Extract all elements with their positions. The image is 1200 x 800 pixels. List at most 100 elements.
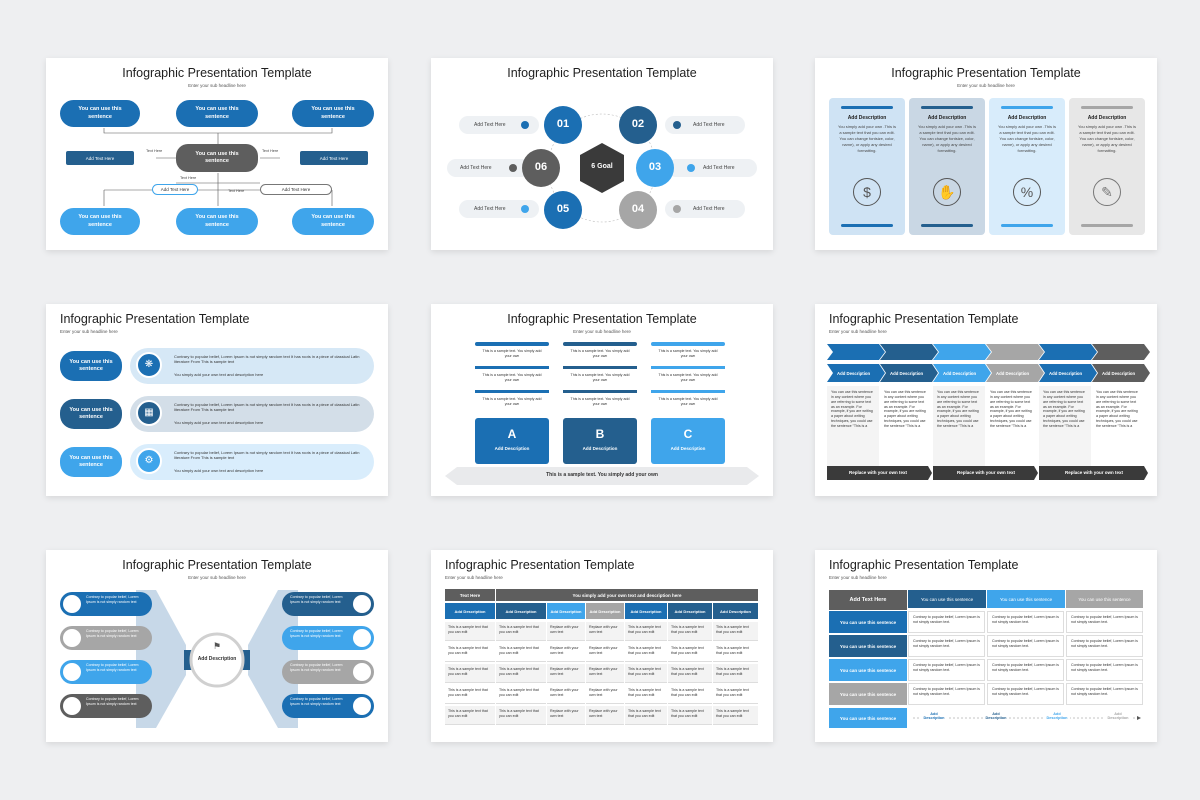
table-column-header: Add Description — [713, 603, 758, 619]
comparison-cell: Contrary to popular belief, Lorem Ipsum … — [908, 683, 985, 705]
step-label: Add Description — [890, 371, 924, 376]
col-header: You can use this sentence — [908, 590, 986, 608]
right-tag: Add Text Here — [300, 151, 368, 165]
step-body: You can use this sentence in any content… — [1096, 390, 1138, 428]
table-cell: This is a sample text that you can edit — [668, 622, 712, 641]
table-column-header: Add Description — [586, 603, 624, 619]
col-header: You can use this sentence — [1066, 590, 1143, 608]
top-center-pill: You can use this sentence — [176, 100, 258, 127]
step-body: You can use this sentence in any content… — [884, 390, 926, 428]
bottom-center-pill: You can use this sentence — [176, 208, 258, 235]
slide-hub[interactable]: Infographic Presentation Template Enter … — [46, 550, 388, 742]
table-cell: This is a sample text that you can edit — [496, 622, 546, 641]
table-cell: Replace with your own text — [586, 643, 624, 662]
table-cell: Replace with your own text — [547, 622, 585, 641]
footer-label: You can use this sentence — [829, 708, 907, 728]
table-cell: This is a sample text that you can edit — [668, 643, 712, 662]
comparison-cell: Contrary to popular belief, Lorem Ipsum … — [987, 635, 1064, 657]
row-label: You can use this sentence — [829, 683, 907, 705]
slide-title: Infographic Presentation Template — [507, 66, 697, 80]
slide-title: Infographic Presentation Template — [829, 558, 1019, 572]
card-text: You simply add your own .This is a sampl… — [917, 124, 977, 153]
row-text: You simply add your own text and descrip… — [174, 468, 264, 473]
hand-money-icon: ✋ — [933, 178, 961, 206]
col-header: You can use this sentence — [987, 590, 1065, 608]
footer-text: Replace with your own text — [1065, 470, 1124, 475]
table-cell: This is a sample text that you can edit — [445, 643, 495, 662]
letter-a: A — [507, 427, 517, 441]
slide-title: Infographic Presentation Template — [507, 312, 697, 326]
row-label: You can use this sentence — [829, 659, 907, 681]
goal-diagram — [447, 106, 757, 229]
table-column-header: Add Description — [547, 603, 585, 619]
row-label: You can use this sentence — [829, 635, 907, 657]
corner-header: Add Text Here — [829, 590, 907, 610]
goal-number-01: 01 — [556, 118, 570, 130]
table-header-left: Text Here — [445, 589, 495, 601]
table-cell: This is a sample text that you can edit — [713, 664, 758, 683]
slide-comparison[interactable]: Infographic Presentation Template Enter … — [815, 550, 1157, 742]
slide-process-steps[interactable]: Infographic Presentation Template Enter … — [815, 304, 1157, 496]
table-cell: Replace with your own text — [586, 706, 624, 725]
coins-icon: $ — [853, 178, 881, 206]
chevron-row — [827, 344, 1150, 480]
slide-title: Infographic Presentation Template — [122, 558, 312, 572]
slide-subtitle: Enter your sub headline here — [573, 329, 631, 334]
card-text: You simply add your own .This is a sampl… — [837, 124, 897, 153]
slide-table[interactable]: Infographic Presentation Template Enter … — [431, 550, 773, 742]
table-cell: Replace with your own text — [547, 643, 585, 662]
table-cell: This is a sample text that you can edit — [496, 685, 546, 704]
slide-abc[interactable]: Infographic Presentation Template Enter … — [431, 304, 773, 496]
row-text: Contrary to popular belief, Lorem Ipsum … — [174, 354, 360, 365]
small-text: Text Here — [180, 176, 197, 180]
table-cell: This is a sample text that you can edit — [668, 664, 712, 683]
row-text: Contrary to popular belief, Lorem Ipsum … — [174, 402, 360, 413]
footer-arrow — [913, 716, 1141, 720]
top-right-pill: You can use this sentence — [292, 100, 374, 127]
sub-right-tag: Add Text Here — [260, 184, 332, 195]
table-cell: Replace with your own text — [586, 622, 624, 641]
card-text: You simply add your own .This is a sampl… — [997, 124, 1057, 153]
table-cell: This is a sample text that you can edit — [496, 706, 546, 725]
slide-three-rows[interactable]: Infographic Presentation Template Enter … — [46, 304, 388, 496]
step-body: You can use this sentence in any content… — [831, 390, 873, 428]
table-cell: This is a sample text that you can edit — [668, 706, 712, 725]
table-cell: This is a sample text that you can edit — [496, 643, 546, 662]
bottom-arrow — [445, 467, 759, 485]
comparison-cell: Contrary to popular belief, Lorem Ipsum … — [1066, 659, 1143, 681]
table-cell: This is a sample text that you can edit — [445, 664, 495, 683]
step-label: Add Description — [1049, 371, 1083, 376]
slide-flowchart[interactable]: Infographic Presentation Template Enter … — [46, 58, 388, 250]
slide-subtitle: Enter your sub headline here — [829, 575, 887, 580]
letter-c: C — [683, 427, 693, 441]
step-label: Add Description — [1102, 371, 1136, 376]
table-cell: This is a sample text that you can edit — [445, 706, 495, 725]
top-left-pill: You can use this sentence — [60, 100, 140, 127]
bottom-right-pill: You can use this sentence — [292, 208, 374, 235]
table-header-right: You simply add your own text and descrip… — [496, 589, 758, 601]
flow-connectors — [103, 128, 333, 206]
slide-six-goals[interactable]: Infographic Presentation Template Add Te… — [431, 58, 773, 250]
slide-subtitle: Enter your sub headline here — [829, 329, 887, 334]
goal-label: Add Text Here — [474, 122, 506, 128]
table-cell: This is a sample text that you can edit — [625, 685, 667, 704]
left-tag: Add Text Here — [66, 151, 134, 165]
hub-center-label: Add Description — [197, 656, 237, 662]
step-label: Add Description — [943, 371, 977, 376]
small-text: Text Here — [262, 149, 279, 153]
comparison-cell: Contrary to popular belief, Lorem Ipsum … — [908, 611, 985, 633]
settings-icon: ⚙ — [136, 448, 162, 474]
table-cell: This is a sample text that you can edit — [625, 664, 667, 683]
table-column-header: Add Description — [625, 603, 667, 619]
table-cell: This is a sample text that you can edit — [713, 685, 758, 704]
slide-title: Infographic Presentation Template — [122, 66, 312, 80]
hub-icon: ⚑ — [212, 641, 222, 651]
slide-four-cards[interactable]: Infographic Presentation Template Enter … — [815, 58, 1157, 250]
network-icon: ❋ — [136, 352, 162, 378]
row-text: Contrary to popular belief, Lorem Ipsum … — [174, 450, 360, 461]
goal-number-03: 03 — [648, 161, 662, 173]
row-pill: You can use this sentence — [60, 399, 122, 429]
step-label: Add Description — [996, 371, 1030, 376]
comparison-cell: Contrary to popular belief, Lorem Ipsum … — [987, 611, 1064, 633]
row-text: You simply add your own text and descrip… — [174, 372, 264, 377]
